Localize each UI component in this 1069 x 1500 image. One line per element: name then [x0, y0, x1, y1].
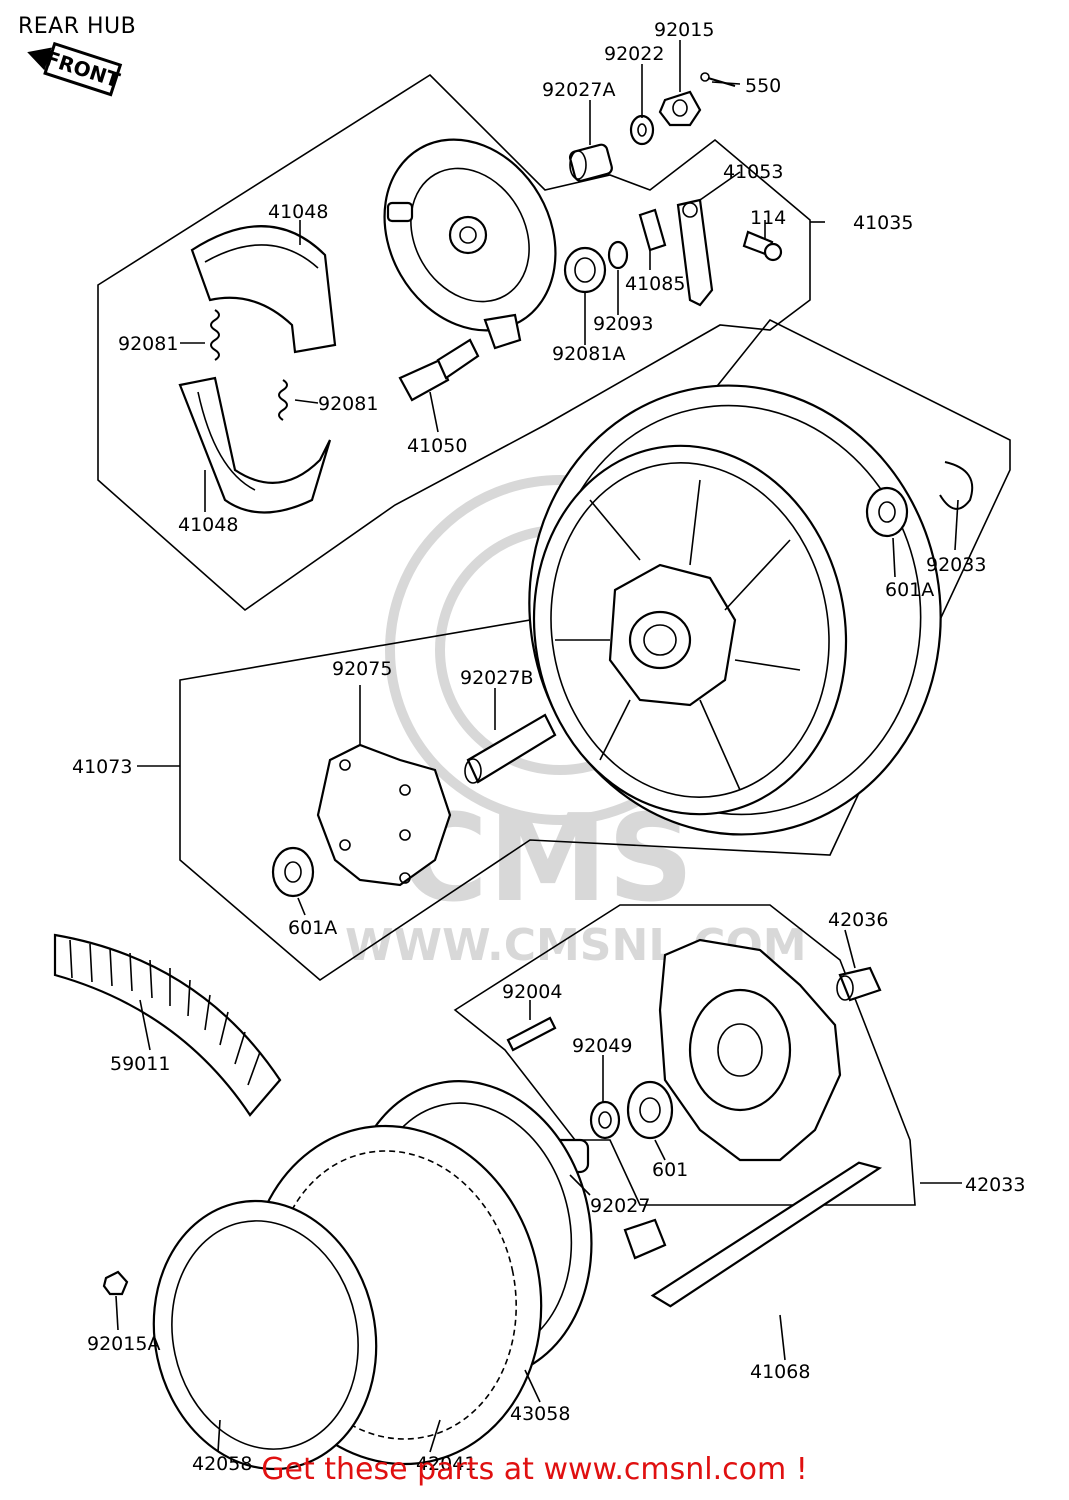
- label-42033: 42033: [965, 1174, 1025, 1196]
- label-92081-left: 92081: [118, 333, 178, 355]
- label-41050: 41050: [407, 435, 467, 457]
- spacer-92027B: [464, 713, 557, 784]
- label-41053: 41053: [723, 161, 783, 183]
- label-92022: 92022: [604, 43, 664, 65]
- plate-42058: [152, 1199, 378, 1471]
- brake-shoe-upper-41048: [190, 225, 337, 354]
- label-92015: 92015: [654, 19, 714, 41]
- label-601A-right: 601A: [885, 579, 934, 601]
- bearing-601A-right: [865, 486, 909, 538]
- rear-wheel: [528, 384, 942, 836]
- footer-promo-text: Get these parts at www.cmsnl.com !: [261, 1452, 808, 1487]
- leader-lines: [115, 40, 962, 1453]
- label-92049: 92049: [572, 1035, 632, 1057]
- spring-92081-right: [278, 379, 288, 421]
- label-41085: 41085: [625, 273, 685, 295]
- bolt-114: [742, 230, 783, 262]
- drive-belt-59011: [53, 933, 282, 1117]
- brake-panel: [383, 138, 557, 350]
- axle-41068: [623, 1161, 883, 1308]
- label-550: 550: [745, 75, 781, 97]
- label-114: 114: [750, 207, 786, 229]
- label-41048-top: 41048: [268, 201, 328, 223]
- hub-assembly-outline: [453, 904, 916, 1206]
- spring-92081A: [563, 246, 607, 294]
- nut-92015A: [102, 1270, 129, 1296]
- bearing-601: [626, 1080, 674, 1140]
- label-92027A: 92027A: [542, 79, 615, 101]
- label-43058: 43058: [510, 1403, 570, 1425]
- seal-92093: [607, 240, 629, 270]
- part-labels: 92015 92022 550 92027A 41053 41035 114 4…: [72, 19, 1025, 1475]
- label-92027: 92027: [590, 1195, 650, 1217]
- label-92015A: 92015A: [87, 1333, 160, 1355]
- label-41035: 41035: [853, 212, 913, 234]
- pin-92004: [506, 1016, 557, 1052]
- label-41068: 41068: [750, 1361, 810, 1383]
- label-42058: 42058: [192, 1453, 252, 1475]
- label-92081-right: 92081: [318, 393, 378, 415]
- collar-92049: [589, 1100, 621, 1140]
- page-title: REAR HUB: [18, 14, 137, 39]
- brake-assembly-outline: [97, 73, 811, 612]
- label-92033: 92033: [926, 554, 986, 576]
- washer-92022: [629, 114, 655, 146]
- label-41048-bottom: 41048: [178, 514, 238, 536]
- label-92081A: 92081A: [552, 343, 625, 365]
- damper-92075: [316, 743, 452, 887]
- label-42041: 42041: [416, 1453, 476, 1475]
- indicator-41085: [638, 208, 667, 252]
- label-601: 601: [652, 1159, 688, 1181]
- cam-41050: [398, 338, 480, 402]
- label-41073: 41073: [72, 756, 132, 778]
- label-92075: 92075: [332, 658, 392, 680]
- nut-92015: [658, 90, 702, 127]
- circlip-92033: [939, 461, 974, 510]
- label-92004: 92004: [502, 981, 562, 1003]
- brake-lever-41053: [676, 198, 714, 307]
- brake-shoe-lower-41048: [178, 376, 332, 514]
- label-59011: 59011: [110, 1053, 170, 1075]
- bushing-42036: [836, 966, 882, 1002]
- spacer-92027A: [568, 143, 613, 182]
- label-92027B: 92027B: [460, 667, 533, 689]
- label-42036: 42036: [828, 909, 888, 931]
- label-601A-left: 601A: [288, 917, 337, 939]
- spring-92081-left: [210, 309, 220, 361]
- bearing-601A-left: [271, 846, 315, 898]
- sprocket-coupling-42033: [658, 938, 842, 1162]
- label-92093: 92093: [593, 313, 653, 335]
